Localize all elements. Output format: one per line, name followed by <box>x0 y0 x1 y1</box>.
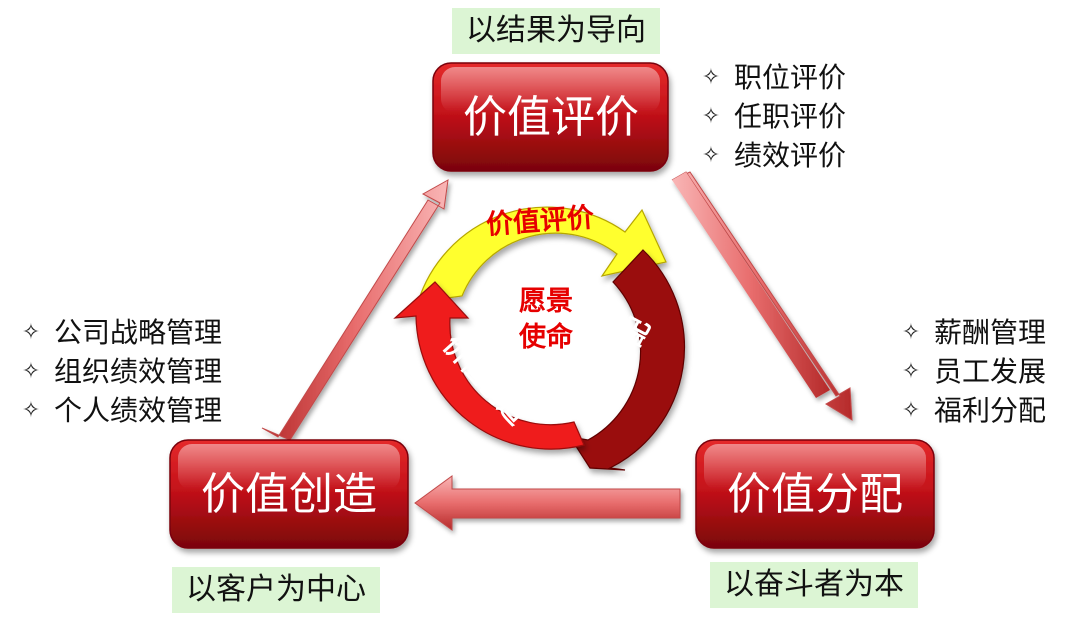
center-title-line2: 使命 <box>518 321 574 353</box>
bullet-text: 薪酬管理 <box>934 316 1047 349</box>
bullet-text: 福利分配 <box>934 394 1047 427</box>
list-item: ✧ 绩效评价 <box>700 136 846 175</box>
cycle-arrow-distribution <box>568 249 686 471</box>
bullet-text: 个人绩效管理 <box>54 394 223 427</box>
node-evaluation-label: 价值评价 <box>463 92 639 143</box>
bullets-creation: ✧ 公司战略管理 ✧ 组织绩效管理 ✧ 个人绩效管理 <box>20 313 222 430</box>
node-evaluation <box>432 62 669 172</box>
list-item: ✧ 组织绩效管理 <box>20 352 222 391</box>
node-creation <box>169 439 409 549</box>
center-title-line1: 愿景 <box>519 286 573 317</box>
tag-creation: 以客户为中心 <box>172 567 380 613</box>
cycle-label-evaluation: 价值评价 <box>485 202 596 241</box>
star-bullet-icon: ✧ <box>701 65 721 90</box>
bullet-text: 职位评价 <box>734 61 847 94</box>
node-creation-label: 价值创造 <box>201 469 377 520</box>
node-distribution-label: 价值分配 <box>727 469 903 520</box>
tag-evaluation: 以结果为导向 <box>452 8 660 54</box>
arrow-distribution-to-creation <box>414 475 681 531</box>
star-bullet-icon: ✧ <box>901 359 921 384</box>
arrow-evaluation-to-distribution <box>671 171 853 421</box>
tag-distribution: 以奋斗者为本 <box>710 562 918 608</box>
cycle-arrow-creation <box>393 281 585 450</box>
star-bullet-icon: ✧ <box>701 143 721 168</box>
bullet-text: 公司战略管理 <box>54 316 223 349</box>
list-item: ✧ 任职评价 <box>700 97 846 136</box>
list-item: ✧ 薪酬管理 <box>900 313 1046 352</box>
star-bullet-icon: ✧ <box>21 398 41 423</box>
bullet-text: 员工发展 <box>934 355 1047 388</box>
bullet-text: 绩效评价 <box>734 139 847 172</box>
node-distribution <box>695 439 935 549</box>
cycle-arrow-evaluation <box>417 206 667 303</box>
list-item: ✧ 公司战略管理 <box>20 313 222 352</box>
list-item: ✧ 员工发展 <box>900 352 1046 391</box>
bullet-text: 任职评价 <box>734 100 847 133</box>
list-item: ✧ 个人绩效管理 <box>20 391 222 430</box>
bullets-evaluation: ✧ 职位评价 ✧ 任职评价 ✧ 绩效评价 <box>700 58 846 175</box>
bullets-distribution: ✧ 薪酬管理 ✧ 员工发展 ✧ 福利分配 <box>900 313 1046 430</box>
star-bullet-icon: ✧ <box>901 398 921 423</box>
star-bullet-icon: ✧ <box>901 320 921 345</box>
star-bullet-icon: ✧ <box>21 359 41 384</box>
list-item: ✧ 职位评价 <box>700 58 846 97</box>
star-bullet-icon: ✧ <box>21 320 41 345</box>
star-bullet-icon: ✧ <box>701 104 721 129</box>
list-item: ✧ 福利分配 <box>900 391 1046 430</box>
bullet-text: 组织绩效管理 <box>54 355 223 388</box>
arrow-creation-to-evaluation <box>261 179 449 441</box>
